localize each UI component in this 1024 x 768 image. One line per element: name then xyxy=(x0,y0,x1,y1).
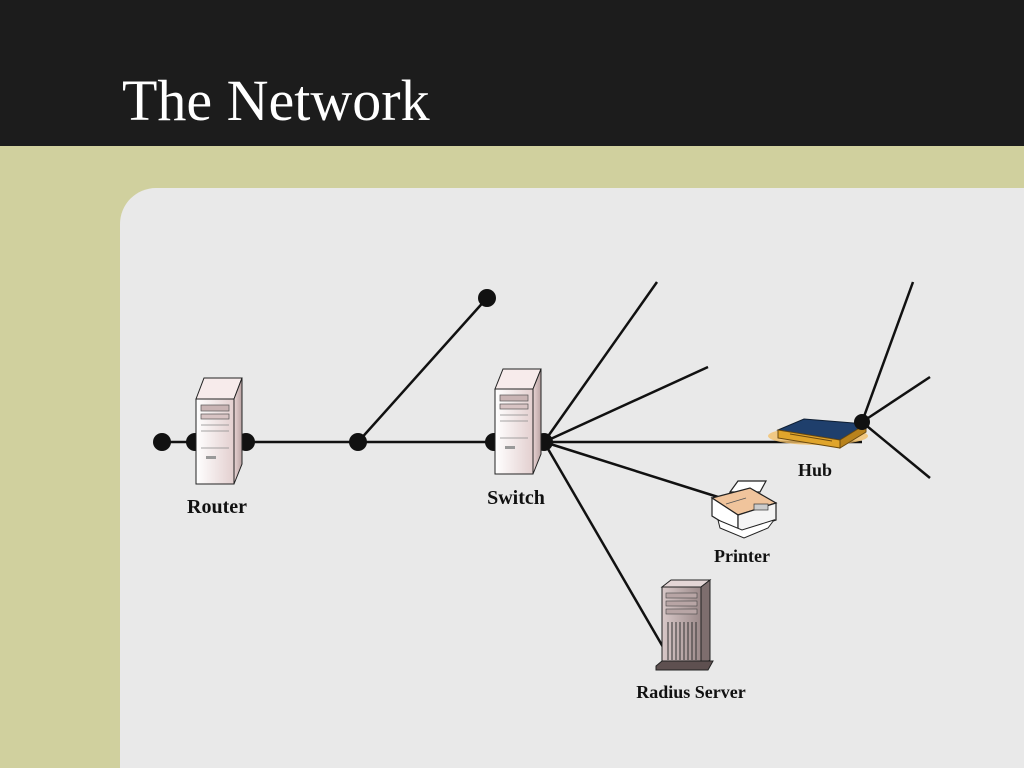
link-switch-up-2 xyxy=(543,365,709,444)
switch-label: Switch xyxy=(487,487,545,509)
link-switch-up-1 xyxy=(542,281,659,443)
server-icon xyxy=(655,578,714,671)
connection-dot xyxy=(478,289,496,307)
router-tower-icon xyxy=(195,377,243,485)
connection-dot xyxy=(349,433,367,451)
link-switch-printer xyxy=(543,440,719,499)
printer-label: Printer xyxy=(714,546,770,566)
link-hub-up xyxy=(860,281,915,423)
slide-title: The Network xyxy=(122,68,430,133)
switch-tower-icon xyxy=(494,368,542,475)
hub-label: Hub xyxy=(798,460,832,480)
content-panel xyxy=(120,188,1024,768)
printer-icon xyxy=(710,480,778,539)
title-bar: The Network xyxy=(0,0,1024,146)
hub-icon xyxy=(768,418,868,449)
connection-dot xyxy=(854,414,870,430)
link-switch-server xyxy=(542,441,665,648)
link-hub-right-1 xyxy=(861,375,931,424)
link-drop-upper xyxy=(357,297,488,443)
router-label: Router xyxy=(187,496,247,518)
connection-dot xyxy=(153,433,171,451)
link-hub-right-2 xyxy=(861,421,931,479)
radius-server-label: Radius Server xyxy=(636,682,746,702)
